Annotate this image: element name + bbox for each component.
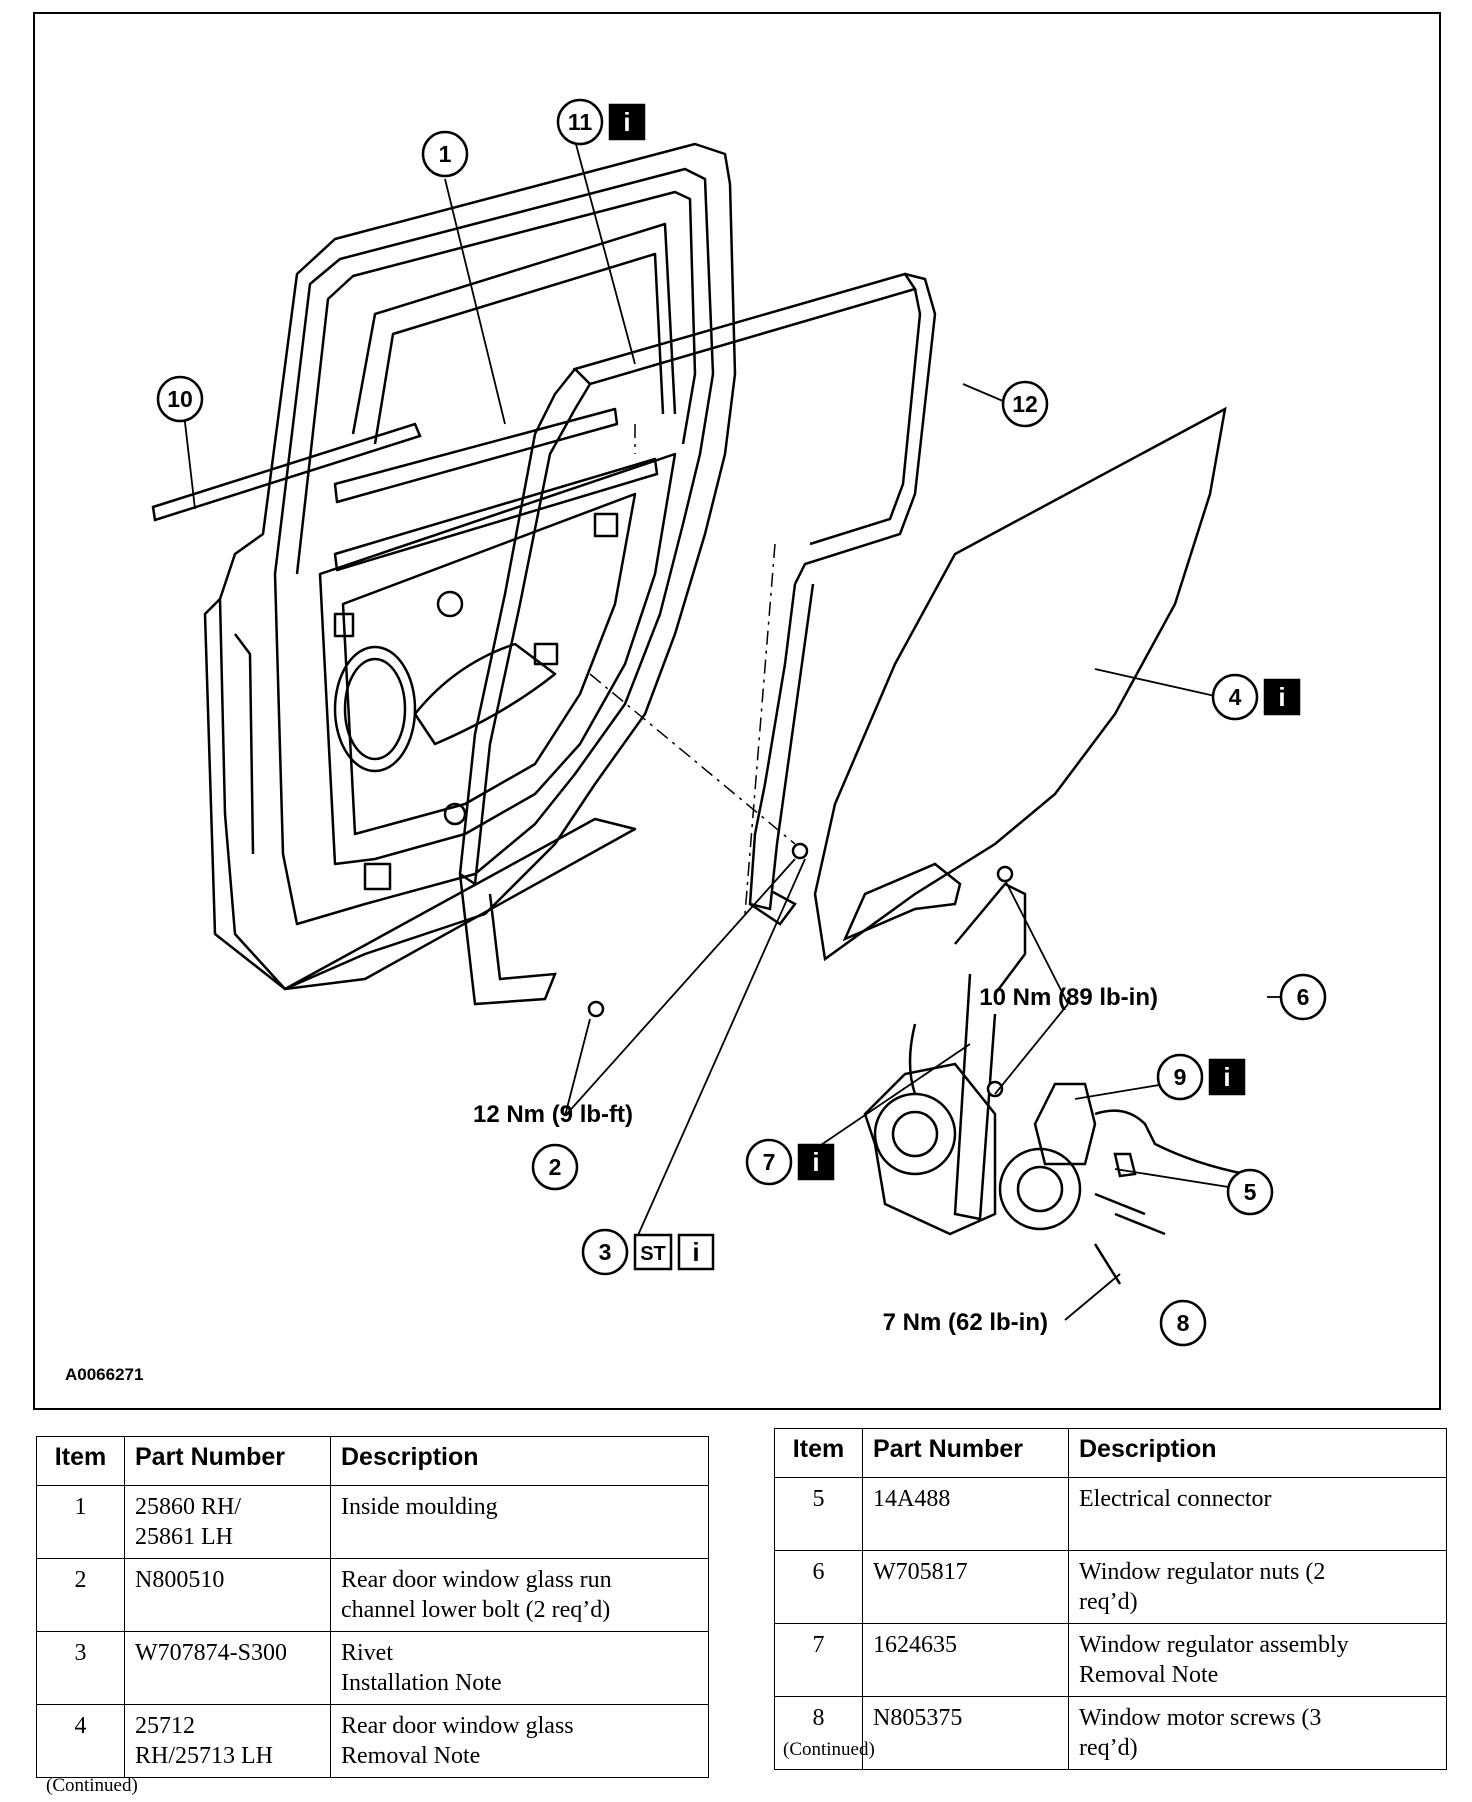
callout-10: 10 — [156, 375, 204, 423]
info-icon: i — [1208, 1058, 1246, 1096]
cell-description: Electrical connector — [1068, 1477, 1447, 1551]
header-part-number: Part Number — [862, 1428, 1069, 1478]
header-part-number: Part Number — [124, 1436, 331, 1486]
cell-part-number: N800510 — [124, 1558, 331, 1632]
callout-number: 11 — [568, 109, 593, 135]
info-icon: i — [797, 1143, 835, 1181]
cell-item: 1 — [36, 1485, 125, 1559]
info-icon-label: i — [1223, 1062, 1230, 1092]
cell-item: 7 — [774, 1623, 863, 1697]
cell-item: 5 — [774, 1477, 863, 1551]
callout-2: 2 — [531, 1143, 579, 1191]
header-description: Description — [1068, 1428, 1447, 1478]
callout-number: 8 — [1177, 1310, 1190, 1336]
dashed-lines — [589, 424, 796, 915]
special-tool-label: ST — [640, 1243, 666, 1265]
cell-item: 3 — [36, 1631, 125, 1705]
figure-id: A0066271 — [65, 1365, 144, 1384]
continued-note-left: (Continued) — [46, 1775, 138, 1796]
table-header-row: Item Part Number Description — [36, 1436, 709, 1486]
callout-number: 9 — [1174, 1064, 1187, 1090]
cell-item: 6 — [774, 1550, 863, 1624]
header-description: Description — [330, 1436, 709, 1486]
table-header-row: Item Part Number Description — [774, 1428, 1447, 1478]
callout-11: 11 i — [556, 98, 646, 146]
cell-part-number: W705817 — [862, 1550, 1069, 1624]
callout-number: 12 — [1012, 391, 1038, 417]
callout-3: 3 ST i — [581, 1228, 715, 1276]
door-frame — [203, 142, 737, 991]
info-icon-label: i — [812, 1147, 819, 1177]
callout-number: 2 — [549, 1154, 562, 1180]
torque-label-item2: 12 Nm (9 lb-ft) — [473, 1101, 633, 1128]
callout-5: 5 — [1226, 1168, 1274, 1216]
callout-number: 4 — [1229, 684, 1242, 710]
callout-number: 5 — [1244, 1179, 1257, 1205]
cell-part-number: W707874-S300 — [124, 1631, 331, 1705]
info-icon: i — [677, 1233, 715, 1271]
callout-number: 7 — [763, 1149, 776, 1175]
info-icon: i — [1263, 678, 1301, 716]
cell-part-number: 25860 RH/25861 LH — [124, 1485, 331, 1559]
window-regulator-7 — [863, 882, 1266, 1285]
cell-description: Inside moulding — [330, 1485, 709, 1559]
callout-number: 10 — [167, 386, 193, 412]
cell-part-number: 14A488 — [862, 1477, 1069, 1551]
header-item: Item — [774, 1428, 863, 1478]
callout-8: 8 — [1159, 1299, 1207, 1347]
cell-item: 2 — [36, 1558, 125, 1632]
bolts — [587, 842, 1014, 1098]
info-icon-label: i — [692, 1237, 699, 1267]
callout-number: 3 — [599, 1239, 612, 1265]
info-icon: i — [608, 103, 646, 141]
glass-run-channel — [458, 272, 937, 1006]
info-icon-label: i — [623, 107, 630, 137]
callout-number: 6 — [1297, 984, 1310, 1010]
cell-part-number: 1624635 — [862, 1623, 1069, 1697]
window-glass-4 — [813, 406, 1227, 962]
cell-part-number: N805375 — [862, 1696, 1069, 1770]
cell-item: 4 — [36, 1704, 125, 1778]
inside-moulding-10 — [151, 422, 422, 522]
header-item: Item — [36, 1436, 125, 1486]
torque-label-item8: 7 Nm (62 lb-in) — [883, 1309, 1048, 1336]
special-tool-icon: ST — [633, 1233, 673, 1271]
info-icon-label: i — [1278, 682, 1285, 712]
callout-number: 1 — [439, 141, 452, 167]
continued-note-right: (Continued) — [783, 1739, 875, 1760]
callout-12: 12 — [1001, 380, 1049, 428]
callout-1: 1 — [421, 130, 469, 178]
diagram-svg — [151, 121, 1281, 1324]
callout-6: 6 — [1279, 973, 1327, 1021]
torque-label-item6: 10 Nm (89 lb-in) — [979, 984, 1158, 1011]
